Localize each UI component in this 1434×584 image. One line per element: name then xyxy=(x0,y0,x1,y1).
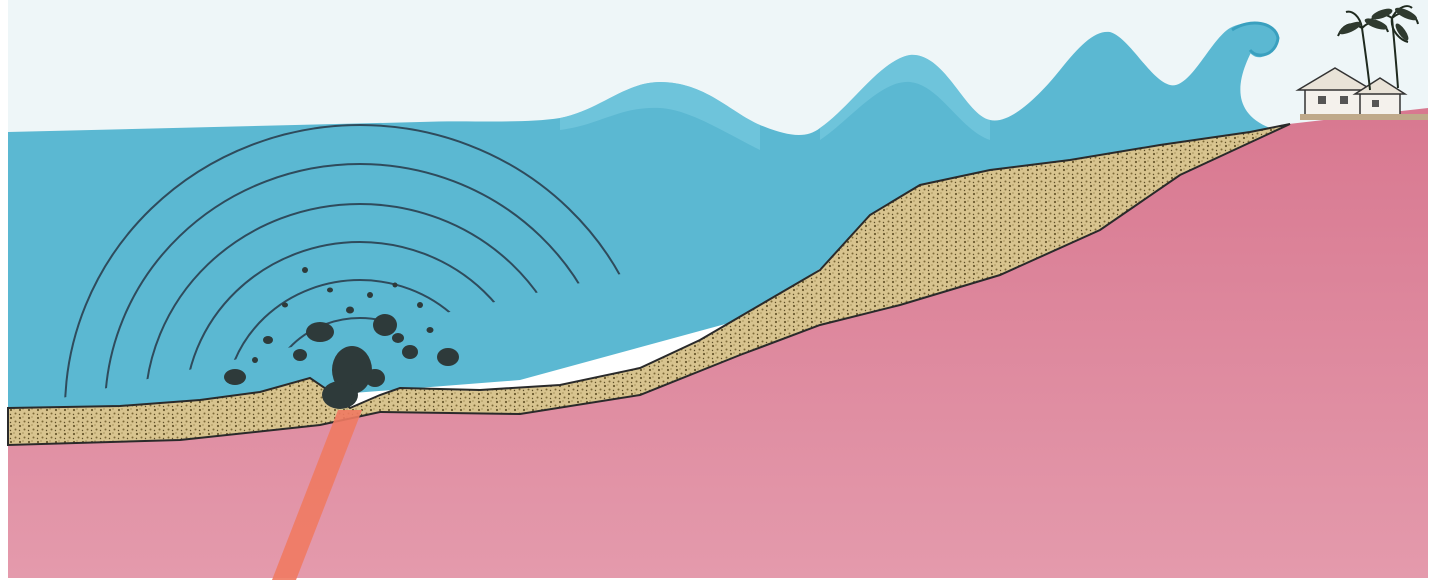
rock-debris xyxy=(393,283,398,288)
rock-debris xyxy=(252,357,258,363)
rock-debris xyxy=(346,307,354,314)
rock-debris xyxy=(302,267,308,273)
rock-debris xyxy=(282,303,288,308)
rock-debris xyxy=(327,288,333,293)
rock-debris xyxy=(392,333,404,343)
rock-debris xyxy=(224,369,246,385)
rock-debris xyxy=(293,349,307,361)
rock-debris xyxy=(365,369,385,387)
rock-debris xyxy=(367,292,373,298)
rock-debris xyxy=(373,314,397,336)
rock-debris xyxy=(417,302,423,308)
rock-debris xyxy=(306,322,334,342)
rock-debris xyxy=(427,327,434,333)
rock-debris xyxy=(437,348,459,366)
rock-debris xyxy=(402,345,418,359)
rock-debris xyxy=(263,336,273,344)
rock-debris xyxy=(322,381,358,409)
